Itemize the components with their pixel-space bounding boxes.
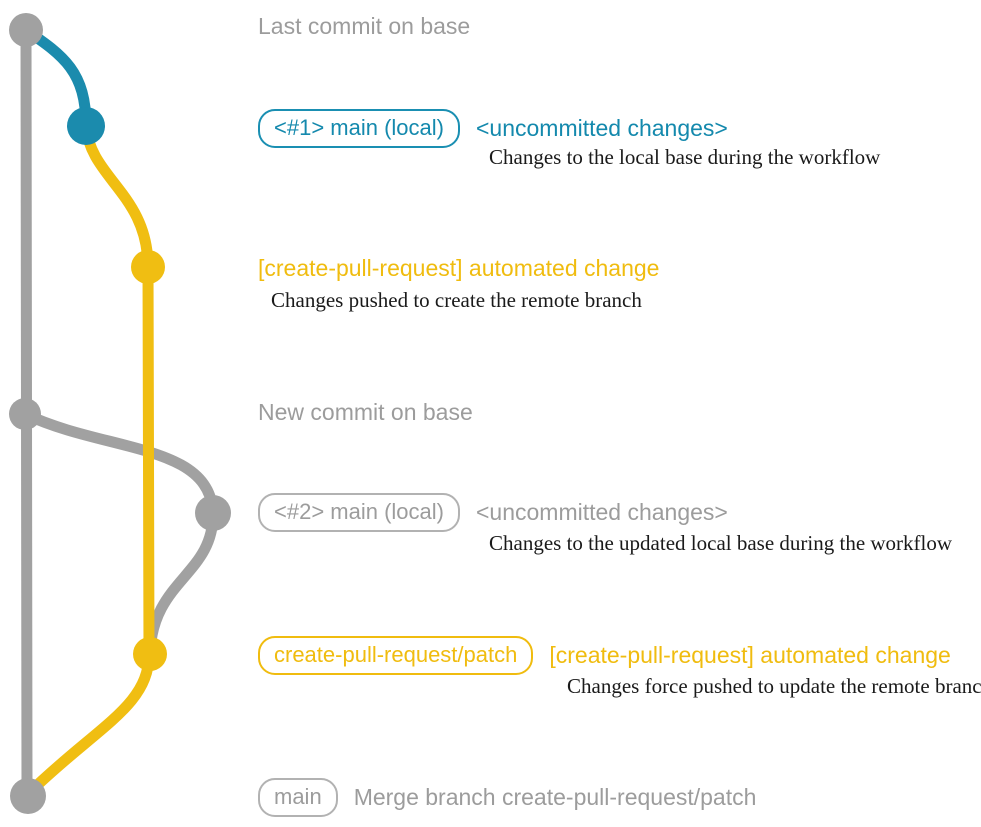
edge-patch-branch-line [142,261,155,660]
local-main-1-row: <#1> main (local) <uncommitted changes> [258,109,728,148]
merge-commit-message: Merge branch create-pull-request/patch [353,784,757,810]
local-main-2-row: <#2> main (local) <uncommitted changes> [258,493,728,532]
commit-automated-1 [131,250,165,284]
uncommitted-changes-1-title: <uncommitted changes> [475,115,728,141]
uncommitted-changes-2-desc: Changes to the updated local base during… [489,531,953,555]
commit-last-on-base [9,13,43,47]
edge-base-update-branch-out [19,408,219,519]
automated-change-1-desc: Changes pushed to create the remote bran… [271,288,642,312]
automated-change-1-title: [create-pull-request] automated change [258,255,660,281]
merge-row: main Merge branch create-pull-request/pa… [258,778,756,817]
commit-local-main-2 [195,495,231,531]
commit-automated-2 [133,637,167,671]
commit-local-main-1 [67,107,105,145]
commit-new-on-base [9,398,41,430]
automated-change-2-desc: Changes force pushed to update the remot… [567,674,981,698]
branch-badge-main: main [258,778,338,817]
new-commit-on-base-label: New commit on base [258,399,473,425]
automated-change-2-title: [create-pull-request] automated change [549,642,951,668]
edge-patch-branch-out [80,120,154,273]
branch-badge-main-local-1: <#1> main (local) [258,109,460,148]
edge-patch-merge-edge [24,648,155,798]
last-commit-on-base-label: Last commit on base [258,13,471,39]
uncommitted-changes-1-desc: Changes to the local base during the wor… [489,145,881,169]
edge-base-update-branch-in [144,507,219,660]
uncommitted-changes-2-title: <uncommitted changes> [475,499,728,525]
branch-badge-patch: create-pull-request/patch [258,636,534,675]
patch-branch-row: create-pull-request/patch [create-pull-r… [258,636,951,675]
branch-badge-main-local-2: <#2> main (local) [258,493,460,532]
commit-merge [10,778,46,814]
